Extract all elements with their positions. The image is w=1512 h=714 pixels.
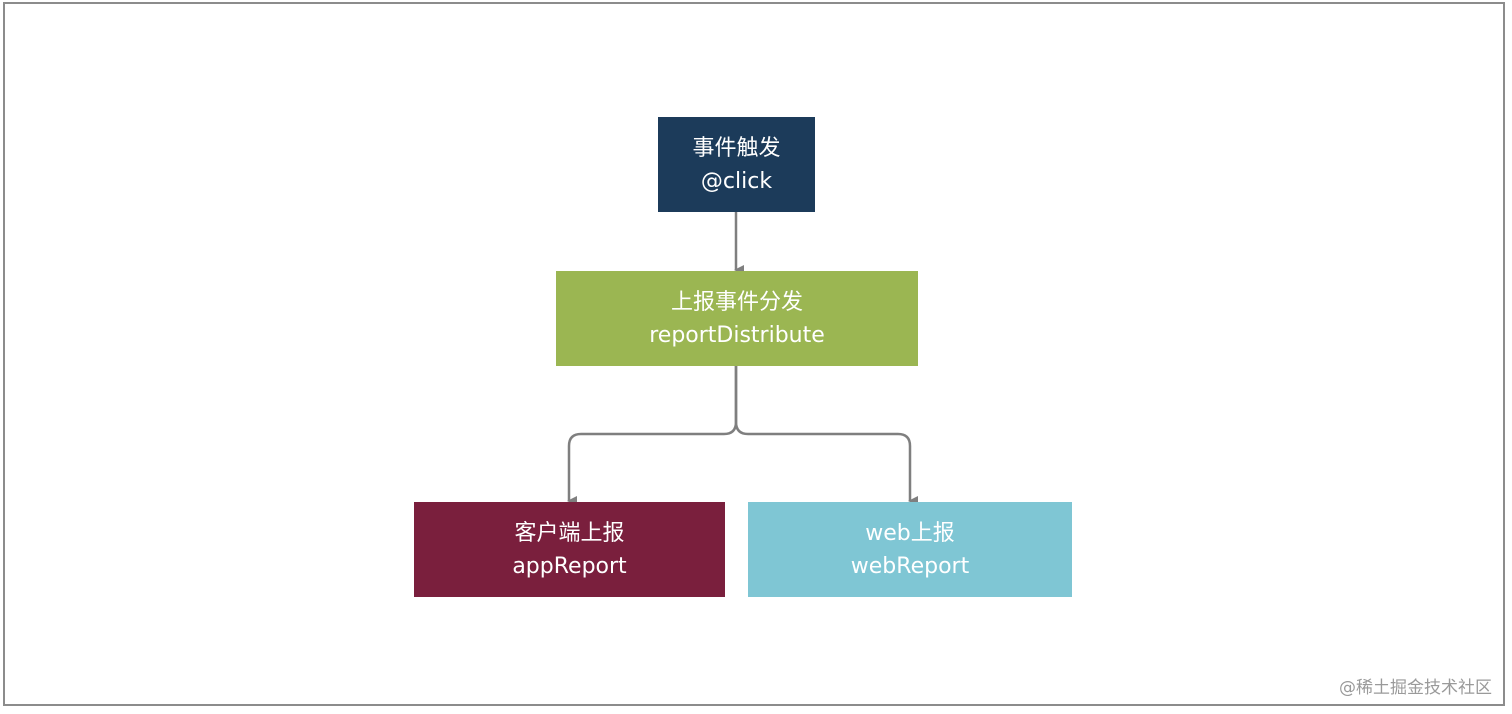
node-report-distribute: 上报事件分发 reportDistribute	[556, 271, 918, 366]
node-report-distribute-title: 上报事件分发	[670, 289, 803, 315]
node-web-report-title: web上报	[865, 520, 955, 546]
node-event-trigger-title: 事件触发	[692, 135, 781, 161]
node-web-report: web上报 webReport	[748, 502, 1072, 597]
node-app-report: 客户端上报 appReport	[414, 502, 725, 597]
node-web-report-code: webReport	[850, 553, 970, 579]
node-app-report-code: appReport	[512, 553, 627, 579]
node-event-trigger: 事件触发 @click	[658, 117, 815, 212]
node-app-report-title: 客户端上报	[514, 520, 625, 546]
watermark: @稀土掘金技术社区	[1339, 678, 1492, 698]
node-report-distribute-code: reportDistribute	[649, 322, 825, 348]
node-event-trigger-code: @click	[700, 168, 773, 194]
